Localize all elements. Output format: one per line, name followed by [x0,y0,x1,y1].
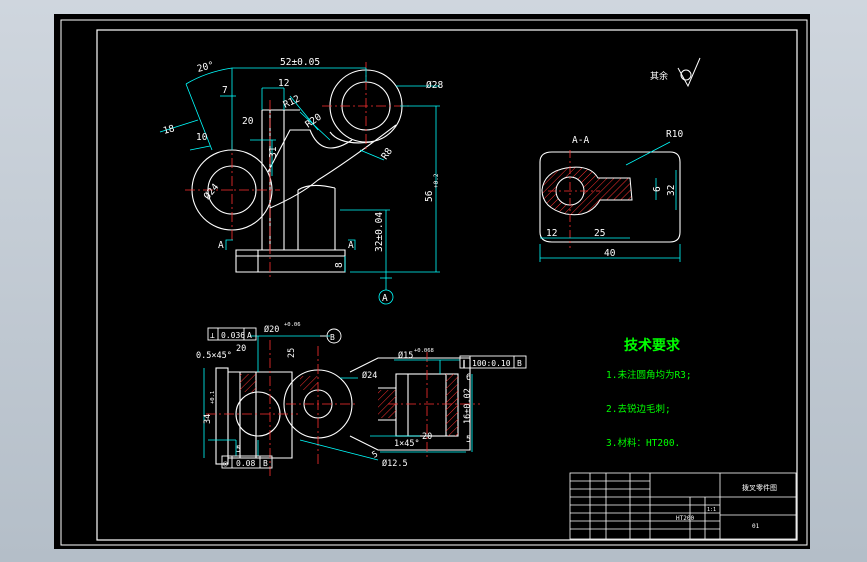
section-mark-left: A [218,240,224,251]
part-scale: 1:1 [707,507,716,513]
gdt-top-datum: A [247,331,252,340]
chamfer-1: 0.5×45° [196,351,232,361]
dim-hole-small-tol: +0.06 [284,322,301,328]
datum-b-marker: B [320,328,342,344]
roughness-20-bottom: 20 [422,432,432,442]
roughness-note: 其余 [650,57,701,88]
section-dim-6: 6 [652,186,663,192]
dim-7: 7 [222,85,228,96]
dim-left-height: 34 [203,414,213,424]
front-dimensions [159,67,440,305]
gdt-bottom-datum: B [263,459,268,468]
front-dim-text: 52±0.05 20° 7 12 R12 R20 Ø28 18 10 20 31… [162,57,444,304]
part-name: 拨叉零件图 [742,483,777,492]
inner-frame [96,29,798,541]
gdt-bottom-symbol: ◎ [223,459,228,468]
roughness-5b: 5 [466,435,471,445]
roughness-20: 20 [242,116,254,127]
dim-r12: R12 [282,93,302,110]
dim-15: Ø15 [398,350,413,361]
dim-18: 18 [162,123,176,137]
dim-height: 56 [424,190,435,202]
gdt-right-datum: B [517,359,522,368]
tech-item-1: 1.未注圆角均为R3; [606,369,692,381]
roughness-bottom: 5 [371,449,380,460]
section-dim-25: 25 [594,228,605,239]
dim-16: 16±0.02 [463,388,473,424]
gdt-top-value: 0.036 [221,331,245,340]
title-block [569,472,797,540]
tech-item-2: 2.去锐边毛刺; [606,403,671,415]
dim-31: 31 [268,146,279,158]
roughness-6: 6 [466,373,471,383]
dim-angle: 20° [196,60,215,75]
section-dim-40: 40 [604,248,616,259]
gdt-right-value: 100:0.10 [472,359,511,368]
top-dimensions [203,335,473,461]
roughness-20-top: 20 [236,344,246,354]
gdt-frame-right: ∥ 100:0.10 B [459,355,527,369]
dim-10: 10 [196,132,208,143]
datum-a: A [382,293,388,304]
tech-item-3: 3.材料：HT200. [606,437,680,449]
chamfer-2: 1×45° [394,439,420,449]
gdt-top-symbol: ⊥ [210,331,215,340]
dim-left-height-tol: +0.1 [210,391,216,404]
section-title: A-A [572,135,589,146]
gdt-bottom-value: 0.08 [236,459,255,468]
gdt-frame-top: ⊥ 0.036 A [207,327,257,341]
dim-32: 32±0.04 [374,212,385,252]
dim-r20: R20 [303,111,324,130]
dim-hole-large: Ø28 [426,80,443,91]
dim-height-tol: +0.2 [433,173,440,188]
roughness-note-text: 其余 [650,70,668,82]
drawing-no: 01 [752,523,760,530]
top-dim-text: Ø20 +0.06 0.5×45° 20 25 Ø15 +0.068 6 Ø24… [196,322,473,469]
dim-12: 12 [278,78,289,89]
top-centerlines [206,340,480,476]
roughness-5a: 5 [236,445,241,455]
tech-requirements: 技术要求 1.未注圆角均为R3; 2.去锐边毛刺; 3.材料：HT200. [606,337,692,449]
section-r10: R10 [666,129,683,140]
top-hatch [240,374,458,436]
section-dim-32: 32 [666,185,677,196]
dim-hole-small: Ø20 [264,324,279,335]
dim-8: 8 [334,262,345,268]
dim-24: Ø24 [362,370,377,381]
roughness-25: 25 [287,348,297,358]
dim-width: 52±0.05 [280,57,320,68]
section-dim-12: 12 [546,228,557,239]
dim-hole-left: Ø24 [202,181,222,201]
cad-viewport[interactable]: 52±0.05 20° 7 12 R12 R20 Ø28 18 10 20 31… [54,14,810,549]
part-material: HT200 [676,515,694,522]
dim-15-tol: +0.068 [414,348,434,354]
datum-b: B [330,333,335,342]
outer-frame [60,19,808,546]
drawing-canvas: 52±0.05 20° 7 12 R12 R20 Ø28 18 10 20 31… [60,19,808,546]
gdt-frame-bottom: ◎ 0.08 B [221,455,273,469]
gdt-right-symbol: ∥ [462,359,466,368]
section-mark-right: A [348,240,354,251]
dim-12-5: Ø12.5 [382,458,408,469]
title-block-text: 拨叉零件图 HT200 1:1 01 [676,483,777,530]
tech-title: 技术要求 [624,337,681,354]
section-view: A-A R10 12 25 40 6 32 [539,129,683,262]
top-view [215,357,471,465]
